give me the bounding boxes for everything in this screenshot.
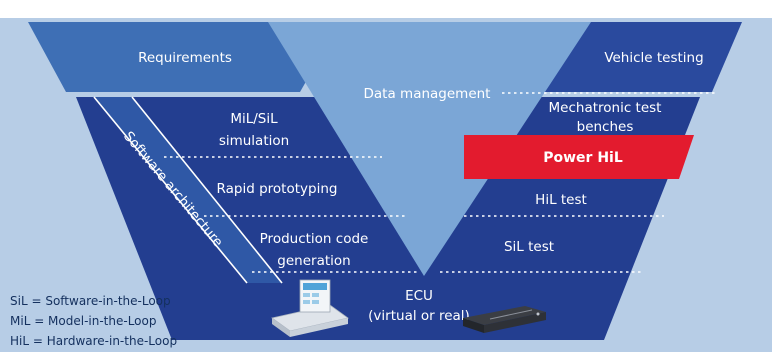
mechatronic-test-benches-label-line-2: benches [577, 119, 634, 135]
software-architecture-strip [94, 97, 282, 283]
strip-border-inner [131, 96, 283, 284]
production-code-label-line-2: generation [277, 253, 350, 269]
requirements-label: Requirements [138, 50, 232, 66]
ecu-device-icon-right [463, 306, 546, 333]
requirements-band [28, 22, 340, 92]
power-hil-band [464, 135, 694, 179]
production-code-label-line-1: Production code [260, 231, 369, 247]
legend-entry-mil: MiL = Model-in-the-Loop [10, 314, 156, 328]
legend-entry-hil: HiL = Hardware-in-the-Loop [10, 334, 177, 348]
data-management-label: Data management [364, 86, 491, 102]
power-hil-label: Power HiL [543, 150, 623, 166]
legend-entry-sil: SiL = Software-in-the-Loop [10, 294, 171, 308]
mechatronic-test-benches-label-line-1: Mechatronic test [549, 100, 662, 116]
mil-sil-simulation-label-line-2: simulation [219, 133, 289, 149]
ecu-label-line-2: (virtual or real) [368, 308, 470, 324]
ecu-label-line-1: ECU [405, 288, 433, 304]
mil-sil-simulation-label-line-1: MiL/SiL [230, 111, 278, 127]
data-management-triangle [268, 22, 591, 276]
strip-border-outer [93, 96, 248, 284]
rapid-prototyping-label: Rapid prototyping [217, 181, 338, 197]
ecu-device-icon-left [271, 279, 349, 337]
vehicle-testing-label: Vehicle testing [604, 50, 703, 66]
sil-test-label: SiL test [504, 239, 554, 255]
hil-test-label: HiL test [535, 192, 587, 208]
